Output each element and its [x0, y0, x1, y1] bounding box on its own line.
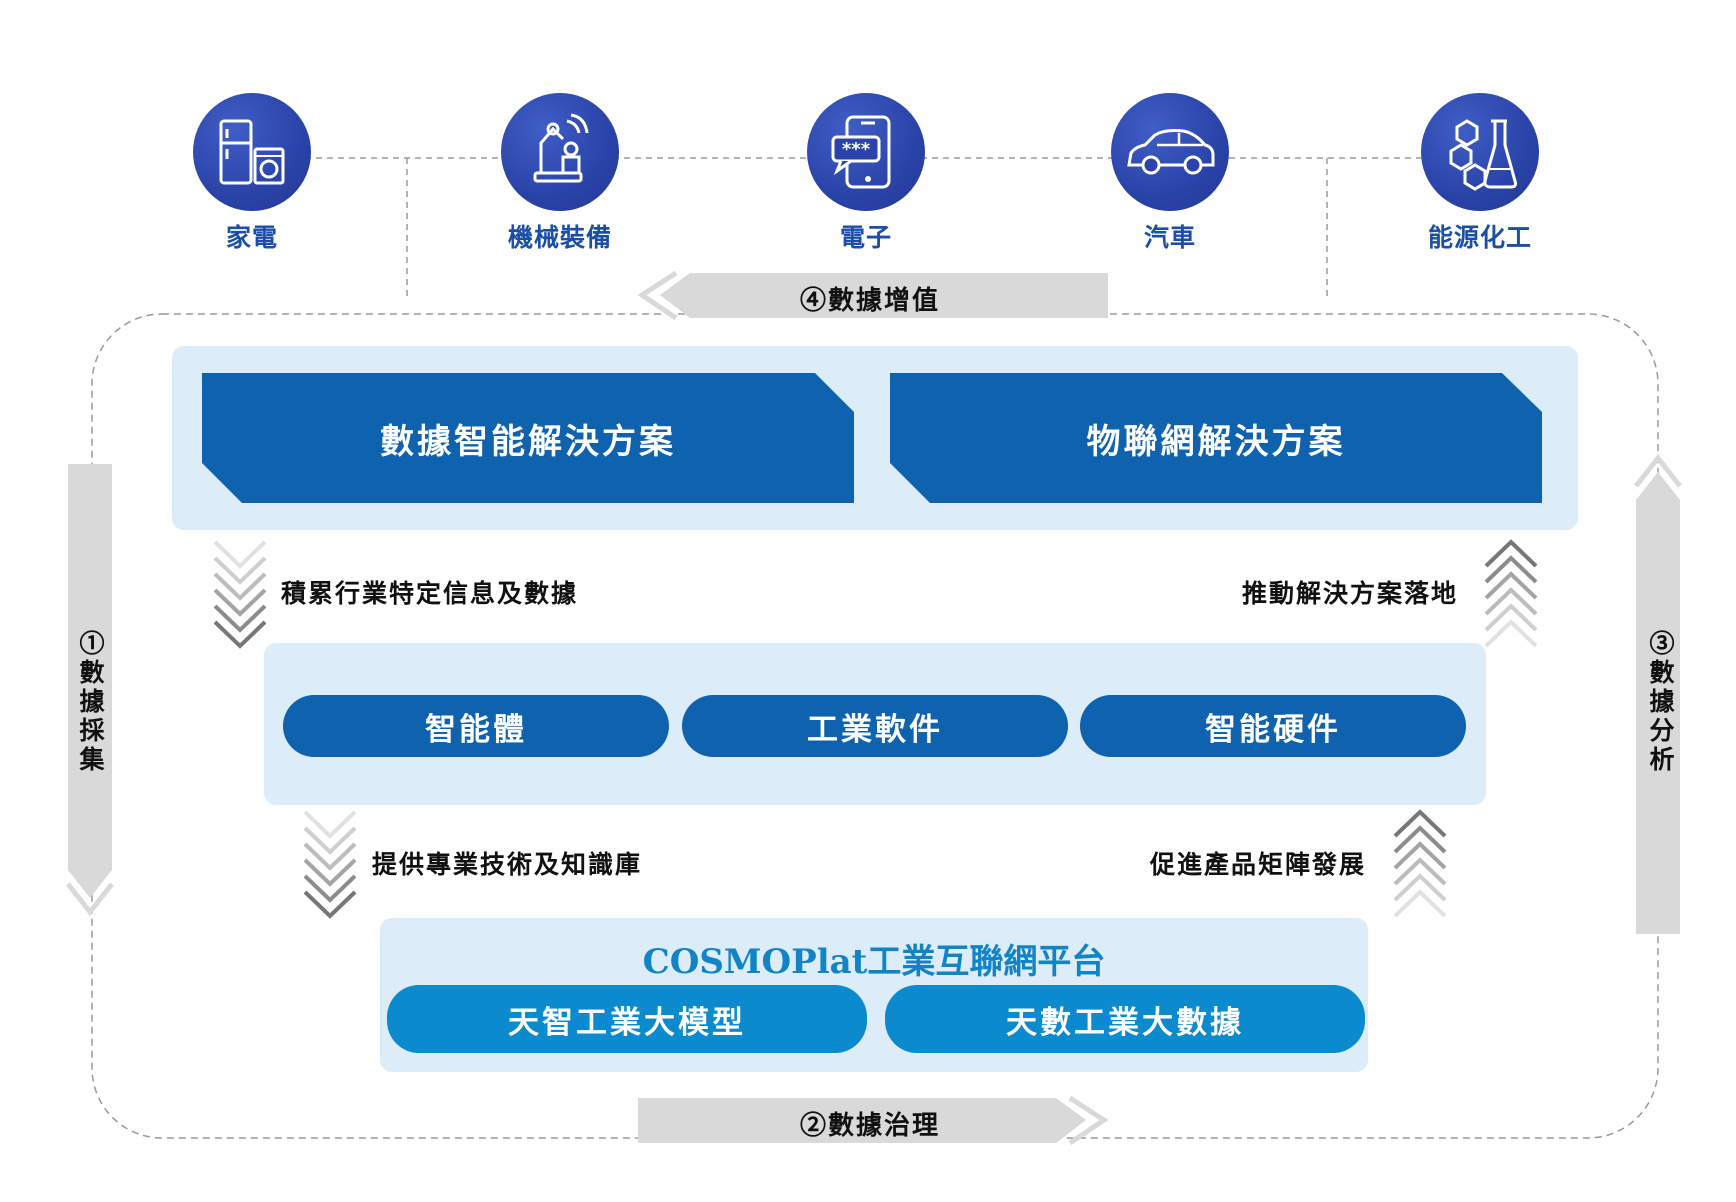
- platform-title: COSMOPlat工業互聯網平台: [642, 942, 1106, 982]
- provide-label: 提供專業技術及知識庫: [372, 850, 643, 879]
- industry-label-electronics: 電子: [839, 223, 892, 252]
- promote-product-label: 促進產品矩陣發展: [1150, 850, 1367, 879]
- step1-arrow: [66, 464, 114, 917]
- platform-module-large-model: 天智工業大模型: [387, 985, 867, 1053]
- chevrons-up-lower: [1393, 809, 1447, 918]
- step4-arrow: [637, 270, 1108, 321]
- product-industrial-software: 工業軟件: [682, 695, 1068, 757]
- accumulate-label: 積累行業特定信息及數據: [281, 579, 579, 608]
- step2-label: ②數據治理: [800, 1111, 941, 1141]
- chemistry-icon: [1421, 93, 1539, 211]
- data-intelligence-solution: 數據智能解決方案: [380, 421, 676, 462]
- appliance-icon: [193, 93, 311, 211]
- step2-arrow: [638, 1095, 1109, 1146]
- chevrons-up-upper: [1484, 539, 1538, 648]
- industry-label-machinery: 機械裝備: [507, 223, 612, 252]
- platform-module-big-data: 天數工業大數據: [885, 985, 1365, 1053]
- industry-label-appliance: 家電: [225, 223, 278, 252]
- industry-label-energy: 能源化工: [1427, 223, 1532, 252]
- chevrons-down-upper: [213, 540, 267, 649]
- promote-solution-label: 推動解決方案落地: [1242, 579, 1459, 608]
- product-intelligent-agent: 智能體: [283, 695, 669, 757]
- car-icon: [1111, 93, 1229, 211]
- industry-label-automotive: 汽車: [1143, 223, 1196, 252]
- step3-label: ③數據分析: [1646, 630, 1675, 775]
- step4-label: ④數據增值: [800, 286, 941, 316]
- product-intelligent-hardware: 智能硬件: [1080, 695, 1466, 757]
- step3-arrow: [1634, 453, 1682, 934]
- svg-text:***: ***: [842, 139, 871, 160]
- phone-icon: ***: [807, 93, 925, 211]
- chevrons-down-lower: [303, 810, 357, 919]
- iot-solution: 物聯網解決方案: [1086, 421, 1346, 462]
- robot-arm-icon: [501, 93, 619, 211]
- step1-label: ①數據採集: [76, 630, 105, 775]
